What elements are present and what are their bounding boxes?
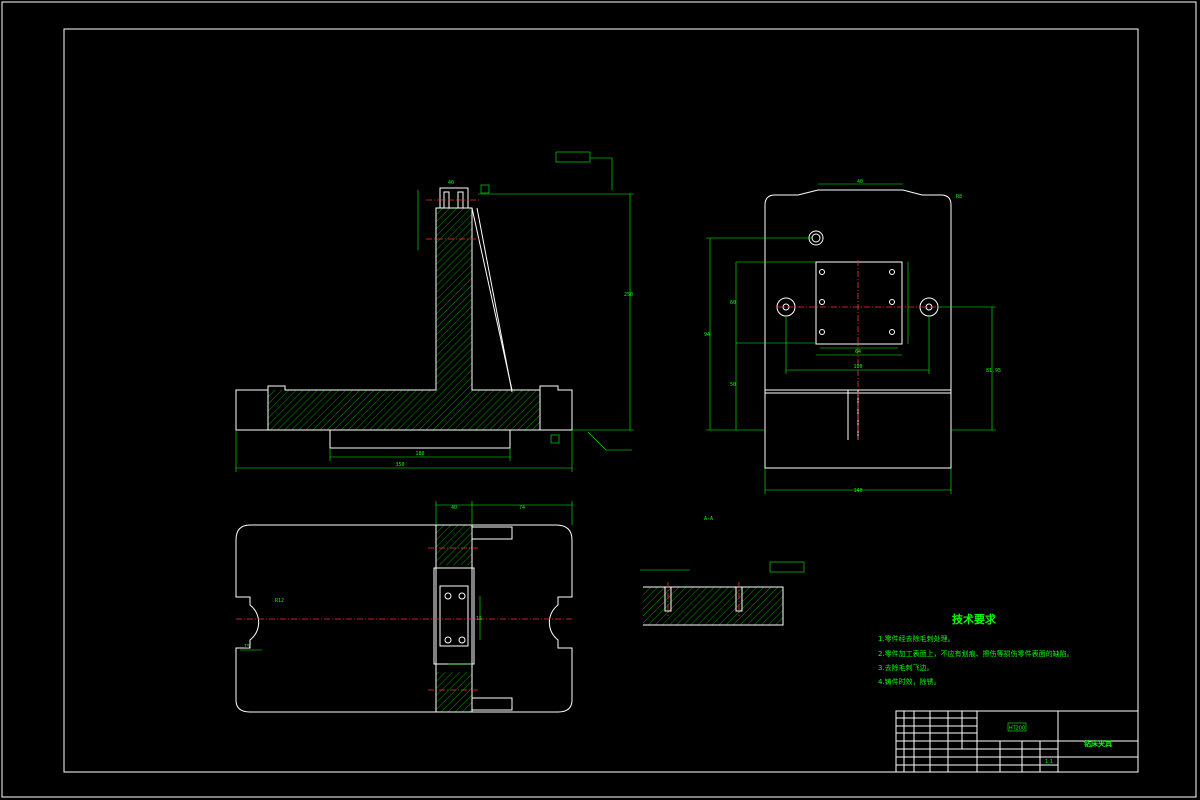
plan-dim-left: 15 (244, 644, 250, 650)
tech-req-item-4: 4.铸件时效，除锈。 (878, 677, 941, 686)
plan-dim-b: 74 (519, 505, 525, 511)
front-dim-top: 40 (448, 180, 454, 186)
title-block-name: 钻床夹具 (1084, 739, 1112, 748)
plan-dim-mid: 15 (476, 616, 482, 622)
plan-dim-r: R12 (275, 598, 284, 604)
side-dim-lower: 50 (730, 382, 736, 388)
title-block-scale: 1:1 (1045, 759, 1053, 765)
title-block (895, 710, 1139, 773)
section-label: A-A (704, 516, 713, 522)
side-dim-width: 140 (853, 488, 862, 494)
front-dim-height: 250 (624, 292, 633, 298)
side-dim-inner: 60 (730, 300, 736, 306)
plan-view (235, 501, 573, 713)
front-view (235, 151, 634, 472)
section-view (640, 561, 805, 626)
side-dim-r: R8 (956, 194, 962, 200)
technical-requirements: 技术要求 1.零件经去除毛刺处理。 2.零件加工表面上，不应有划痕、擦伤等损伤零… (878, 612, 1074, 686)
side-dim-height: 94 (704, 332, 710, 338)
side-view (706, 183, 996, 494)
front-dim-slot: 180 (415, 451, 424, 457)
tech-req-title: 技术要求 (952, 612, 997, 626)
plan-dim-a: 40 (451, 505, 457, 511)
side-dim-holes: 100 (853, 364, 862, 370)
tech-req-item-1: 1.零件经去除毛刺处理。 (878, 634, 955, 643)
title-block-material: HT200 (1009, 726, 1025, 732)
front-dim-overall: 350 (395, 462, 404, 468)
tech-req-item-2: 2.零件加工表面上，不应有划痕、擦伤等损伤零件表面的缺陷。 (878, 649, 1074, 658)
side-dim-right: 81.95 (986, 368, 1001, 374)
inner-border (63, 28, 1139, 773)
side-dim-top: 40 (857, 179, 863, 185)
side-dim-sq: 64 (855, 349, 861, 355)
tech-req-item-3: 3.去除毛刺飞边。 (878, 663, 934, 672)
